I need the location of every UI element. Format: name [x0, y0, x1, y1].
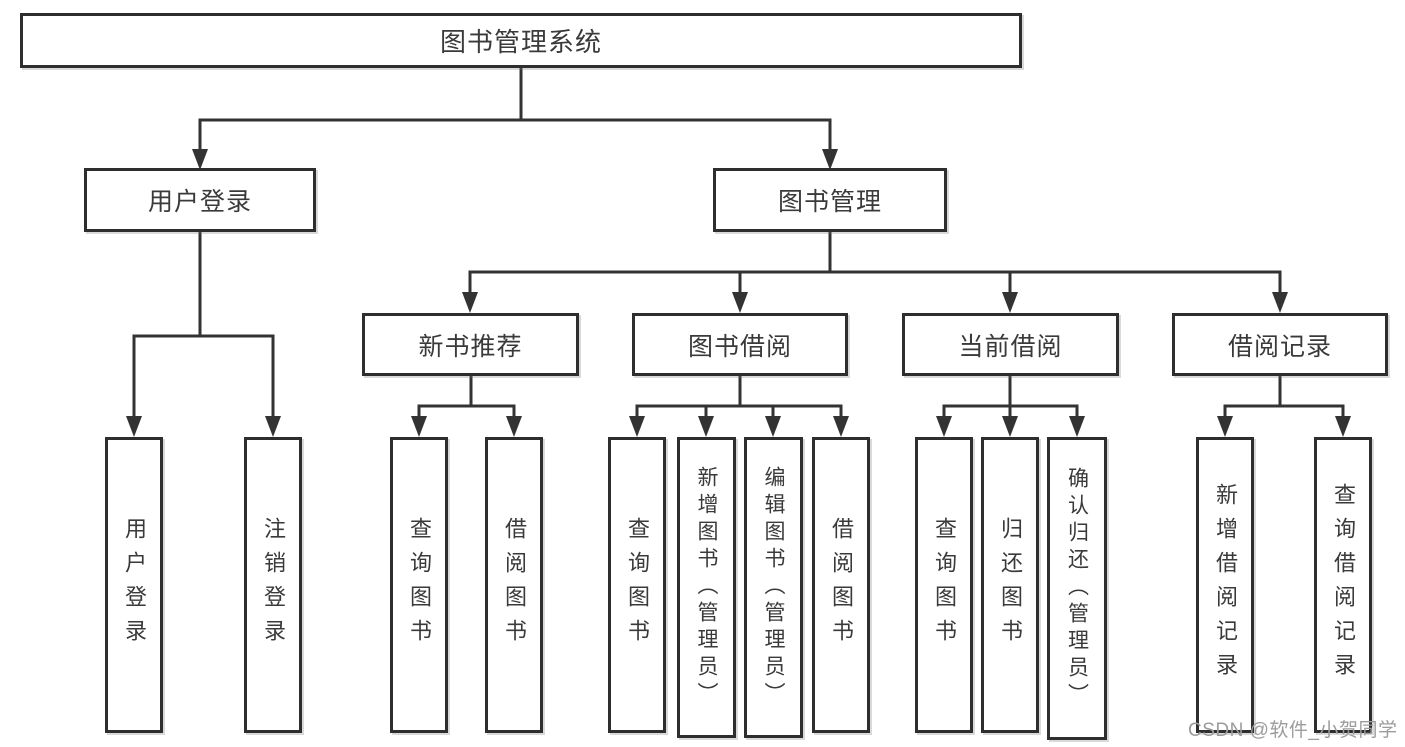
- arrowhead: [822, 149, 838, 170]
- node-new-book-recommend-label: 新书推荐: [418, 332, 523, 361]
- node-root: 图书管理系统: [20, 13, 1022, 68]
- arrowhead: [1002, 416, 1018, 437]
- leaf-borrow-books-recommend-label: 借阅图书: [502, 517, 527, 653]
- connector-book-management-to-level3: [468, 230, 1282, 298]
- node-root-label: 图书管理系统: [439, 27, 602, 57]
- leaf-logout-label: 注销登录: [261, 517, 286, 653]
- connector-book-borrow-to-leaves: [635, 374, 843, 422]
- leaf-edit-books-admin-label: 编辑图书（管理员）: [762, 466, 785, 709]
- arrowhead: [833, 416, 849, 437]
- node-book-borrow-label: 图书借阅: [687, 332, 792, 361]
- arrowhead: [1217, 416, 1233, 437]
- leaf-add-borrow-record: 新增借阅记录: [1196, 437, 1254, 733]
- arrowhead: [765, 416, 781, 437]
- arrowhead: [1002, 292, 1018, 313]
- arrowhead: [506, 416, 522, 437]
- node-current-borrow: 当前借阅: [902, 313, 1119, 376]
- arrowhead: [936, 416, 952, 437]
- node-book-borrow: 图书借阅: [632, 313, 848, 376]
- leaf-borrow-books: 借阅图书: [812, 437, 870, 733]
- watermark-text: CSDN @软件_小贺同学: [1188, 720, 1398, 741]
- arrowhead: [629, 416, 645, 437]
- arrowhead: [1335, 416, 1351, 437]
- leaf-user-login: 用户登录: [105, 437, 163, 733]
- leaf-query-books-borrow-label: 查询图书: [625, 517, 650, 653]
- arrowhead: [1069, 416, 1085, 437]
- leaf-borrow-books-recommend: 借阅图书: [485, 437, 543, 733]
- connector-new-book-recommend-to-leaves: [417, 374, 516, 422]
- connector-current-borrow-to-leaves: [942, 374, 1079, 422]
- arrowhead: [265, 416, 281, 437]
- node-user-login-label: 用户登录: [147, 188, 252, 216]
- leaf-query-books-current-label: 查询图书: [932, 517, 957, 653]
- leaf-borrow-books-label: 借阅图书: [829, 517, 854, 653]
- arrowhead: [126, 416, 142, 437]
- node-book-management: 图书管理: [713, 168, 947, 232]
- arrowhead: [411, 416, 427, 437]
- leaf-confirm-return-admin-label: 确认归还（管理员）: [1065, 467, 1089, 710]
- leaf-return-books: 归还图书: [981, 437, 1039, 733]
- connector-root-to-level2: [198, 66, 832, 154]
- node-user-login: 用户登录: [84, 168, 316, 232]
- connector-borrow-records-to-leaves: [1223, 374, 1345, 422]
- node-borrow-records-label: 借阅记录: [1227, 332, 1332, 361]
- connector-user-login-to-leaves: [132, 230, 275, 421]
- node-book-management-label: 图书管理: [777, 188, 882, 216]
- arrowheads: [126, 149, 1351, 437]
- leaf-add-books-admin-label: 新增图书（管理员）: [695, 466, 718, 709]
- node-borrow-records: 借阅记录: [1172, 313, 1388, 376]
- arrowhead: [732, 292, 748, 313]
- leaf-confirm-return-admin: 确认归还（管理员）: [1047, 437, 1107, 740]
- leaf-logout: 注销登录: [244, 437, 302, 733]
- leaf-user-login-label: 用户登录: [122, 517, 147, 653]
- node-new-book-recommend: 新书推荐: [362, 313, 579, 376]
- arrowhead: [192, 149, 208, 170]
- leaf-add-borrow-record-label: 新增借阅记录: [1213, 483, 1238, 687]
- leaf-query-borrow-record: 查询借阅记录: [1314, 437, 1372, 733]
- arrowhead: [698, 416, 714, 437]
- leaf-add-books-admin: 新增图书（管理员）: [677, 437, 736, 738]
- arrowhead: [1272, 292, 1288, 313]
- arrowhead: [462, 292, 478, 313]
- leaf-edit-books-admin: 编辑图书（管理员）: [744, 437, 803, 738]
- leaf-query-borrow-record-label: 查询借阅记录: [1331, 483, 1356, 687]
- leaf-query-books-recommend: 查询图书: [390, 437, 448, 733]
- leaf-query-books-borrow: 查询图书: [608, 437, 666, 733]
- leaf-query-books-current: 查询图书: [915, 437, 973, 733]
- leaf-return-books-label: 归还图书: [998, 517, 1023, 653]
- leaf-query-books-recommend-label: 查询图书: [407, 517, 432, 653]
- node-current-borrow-label: 当前借阅: [958, 332, 1063, 361]
